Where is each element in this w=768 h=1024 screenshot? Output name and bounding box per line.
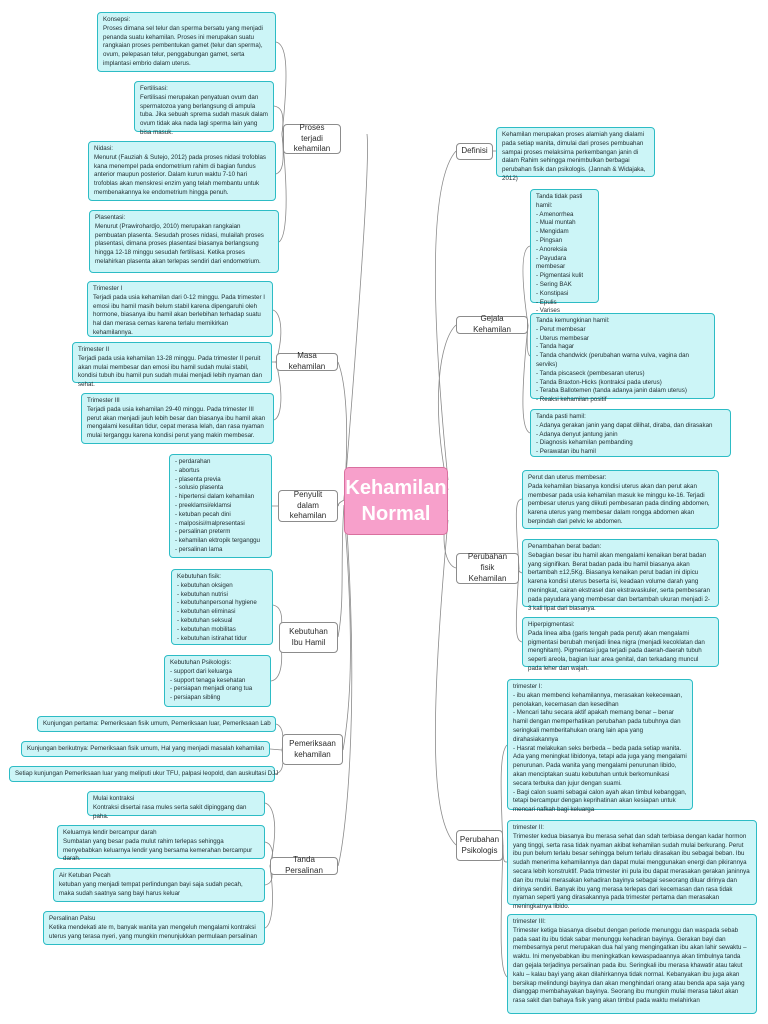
leaf-kebutuhan-fisik[interactable]: Kebutuhan fisik: - kebutuhan oksigen - k…	[171, 569, 273, 645]
central-topic[interactable]: Kehamilan Normal	[344, 467, 448, 535]
leaf-trimester-2[interactable]: Trimester II Terjadi pada usia kehamilan…	[72, 342, 272, 388]
leaf-psikologis-trimester-1[interactable]: trimester I: - ibu akan membenci kehamil…	[507, 679, 693, 813]
branch-kebutuhan-ibu-hamil[interactable]: Kebutuhan Ibu Hamil	[279, 622, 338, 653]
leaf-kebutuhan-psikologis[interactable]: Kebutuhan Psikologis: - support dari kel…	[164, 655, 271, 707]
leaf-psikologis-trimester-2[interactable]: trimester II: Trimester kedua biasanya i…	[507, 820, 757, 910]
branch-tanda-persalinan[interactable]: Tanda Persalinan	[270, 855, 338, 875]
leaf-tanda-pasti[interactable]: Tanda pasti hamil: - Adanya gerakan jani…	[530, 409, 731, 457]
leaf-lendir-darah[interactable]: Keluarnya lendir bercampur darah Sumbata…	[57, 825, 265, 862]
leaf-psikologis-trimester-3[interactable]: trimester III: Trimester ketiga biasanya…	[507, 914, 757, 1014]
leaf-mulai-kontraksi[interactable]: Mulai kontraksi Kontraksi disertai rasa …	[87, 791, 265, 820]
leaf-persalinan-palsu[interactable]: Persalinan Palsu Ketika mendekati ate m,…	[43, 911, 265, 945]
branch-gejala-kehamilan[interactable]: Gejala Kehamilan	[456, 314, 528, 334]
leaf-penambahan-berat-badan[interactable]: Penambahan berat badan: Sebagian besar i…	[522, 539, 719, 612]
leaf-fertilisasi[interactable]: Fertilisasi: Fertilisasi merupakan penya…	[134, 81, 274, 136]
branch-penyulit-dalam-kehamilan[interactable]: Penyulit dalam kehamilan	[278, 490, 338, 522]
leaf-tanda-tidak-pasti[interactable]: Tanda tidak pasti hamil: - Amenorrhea - …	[530, 189, 599, 314]
leaf-konsepsi[interactable]: Konsepsi: Proses dimana sel telur dan sp…	[97, 12, 276, 72]
leaf-setiap-kunjungan[interactable]: Setiap kunjungan Pemeriksaan luar yang m…	[9, 766, 278, 782]
leaf-plasentasi[interactable]: Plasentasi: Menurut (Prawirohardjo, 2010…	[89, 210, 279, 273]
leaf-hiperpigmentasi[interactable]: Hiperpigmentasi: Pada linea alba (garis …	[522, 617, 719, 672]
branch-pemeriksaan-kehamilan[interactable]: Pemeriksaan kehamilan	[282, 734, 343, 765]
branch-proses-terjadi-kehamilan[interactable]: Proses terjadi kehamilan	[283, 123, 341, 154]
leaf-perut-uterus-membesar[interactable]: Perut dan uterus membesar: Pada kehamila…	[522, 470, 719, 529]
leaf-tanda-kemungkinan[interactable]: Tanda kemungkinan hamil: - Perut membesa…	[530, 313, 715, 403]
branch-perubahan-fisik-kehamilan[interactable]: Perubahan fisik Kehamilan	[456, 552, 519, 584]
leaf-kunjungan-berikutnya[interactable]: Kunjungan berikutnya: Pemeriksaan fisik …	[21, 741, 270, 757]
branch-masa-kehamilan[interactable]: Masa kehamilan	[276, 351, 338, 371]
branch-definisi[interactable]: Definisi	[456, 143, 493, 160]
leaf-trimester-1[interactable]: Trimester I Terjadi pada usia kehamilan …	[87, 281, 273, 337]
leaf-kunjungan-pertama[interactable]: Kunjungan pertama: Pemeriksaan fisik umu…	[37, 716, 276, 732]
leaf-nidasi[interactable]: Nidasi: Menurut (Fauziah & Sutejo, 2012)…	[88, 141, 276, 201]
leaf-definisi[interactable]: Kehamilan merupakan proses alamiah yang …	[496, 127, 655, 182]
leaf-trimester-3[interactable]: Trimester III Terjadi pada usia kehamila…	[81, 393, 274, 444]
leaf-air-ketuban-pecah[interactable]: Air Ketuban Pecah ketuban yang menjadi t…	[53, 868, 265, 902]
leaf-penyulit-list[interactable]: - perdarahan - abortus - plasenta previa…	[169, 454, 272, 558]
branch-perubahan-psikologis[interactable]: Perubahan Psikologis	[456, 830, 503, 861]
